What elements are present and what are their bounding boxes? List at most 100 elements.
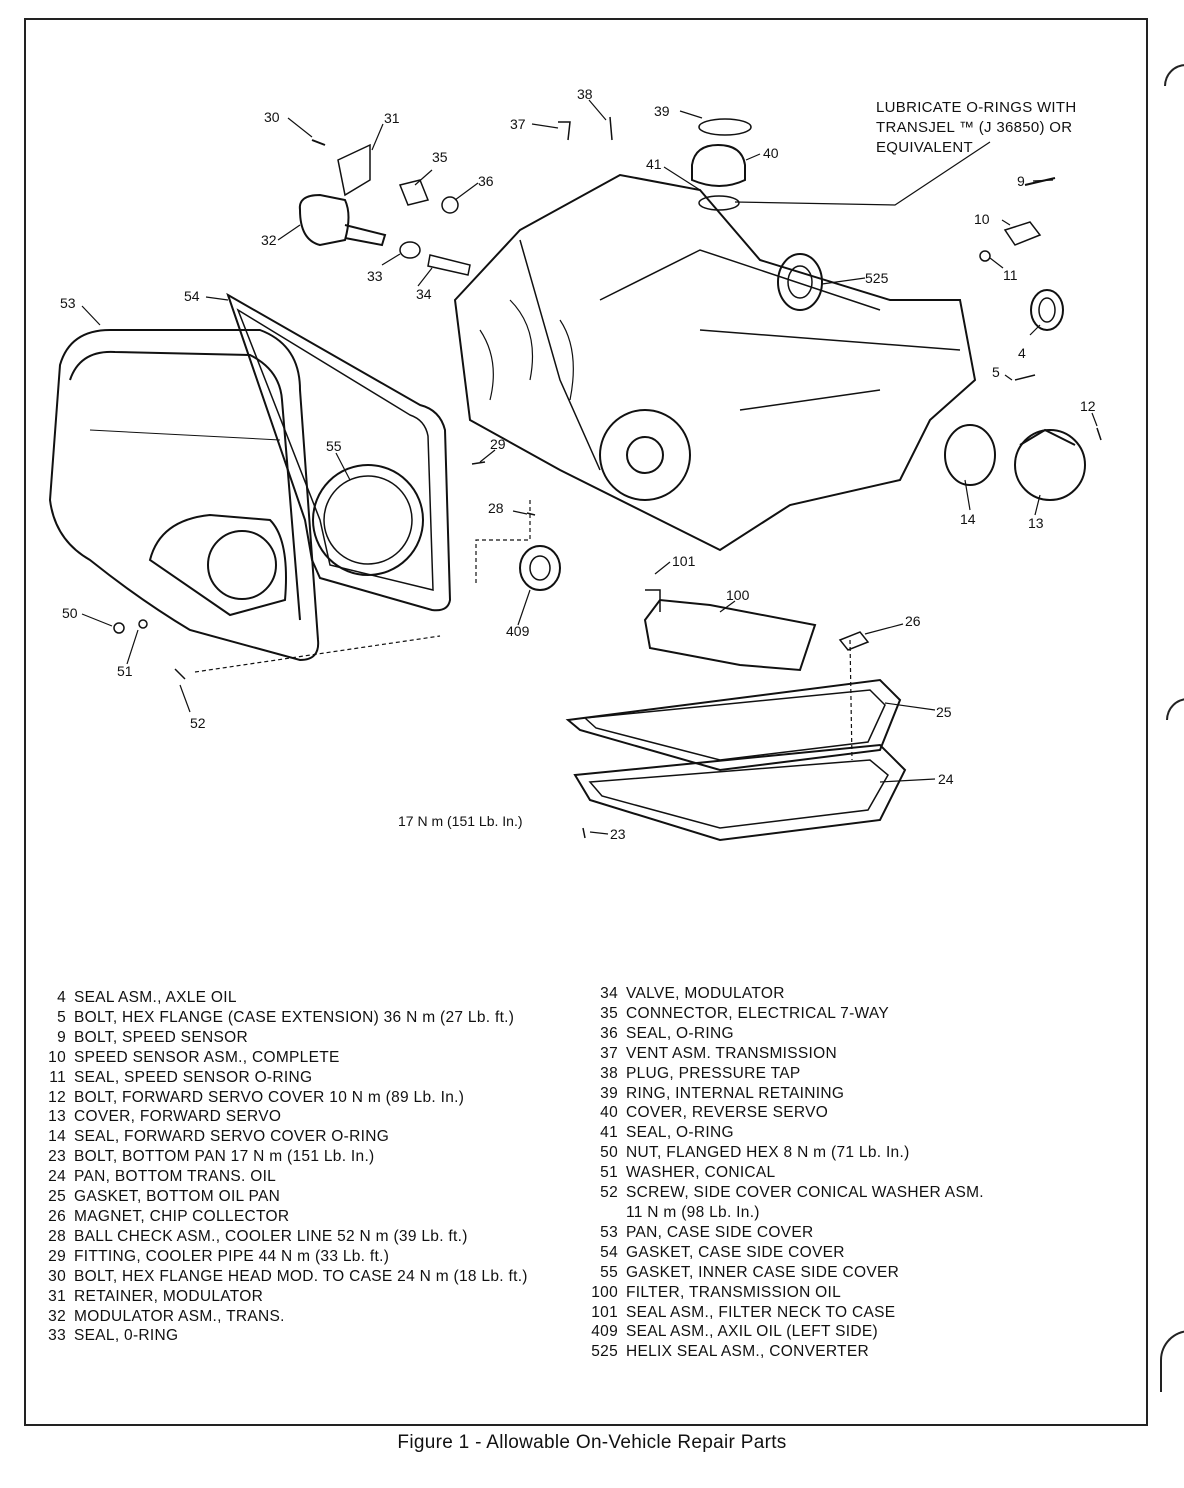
callout-label: 24 [938, 771, 954, 787]
callout-label: 41 [646, 156, 662, 172]
callout-label: 5 [992, 364, 1000, 380]
note-line: EQUIVALENT [876, 139, 973, 156]
legend-row: 25 GASKET, BOTTOM OIL PAN [36, 1187, 528, 1207]
legend-part-number: 38 [600, 1064, 618, 1082]
side-cover-gasket [226, 292, 452, 612]
legend-part-description: SEAL ASM., FILTER NECK TO CASE [626, 1303, 896, 1321]
legend-row: 101 SEAL ASM., FILTER NECK TO CASE [588, 1303, 984, 1323]
legend-part-number: 4 [57, 989, 66, 1006]
legend-part-number: 36 [600, 1024, 618, 1042]
figure-caption: Figure 1 - Allowable On-Vehicle Repair P… [397, 1432, 787, 1453]
legend-part-number: 23 [48, 1148, 66, 1166]
legend-part-description: VENT ASM. TRANSMISSION [626, 1044, 838, 1062]
legend-part-number: 37 [600, 1044, 618, 1062]
legend-part-description: SEAL, 0-RING [74, 1327, 179, 1345]
legend-part-description: BOLT, HEX FLANGE (CASE EXTENSION) 36 N m… [74, 1008, 515, 1026]
callout-label: 37 [510, 116, 526, 132]
callout-label: 100 [726, 587, 750, 603]
legend-row: 29 FITTING, COOLER PIPE 44 N m (33 Lb. ft… [36, 1247, 528, 1267]
bottom-pan [565, 678, 907, 842]
legend-part-number: 29 [48, 1247, 66, 1265]
legend-part-description: NUT, FLANGED HEX 8 N m (71 Lb. In.) [626, 1144, 910, 1162]
legend-part-description: RETAINER, MODULATOR [74, 1287, 264, 1305]
legend-part-number: 101 [591, 1303, 618, 1321]
legend-part-description: SEAL ASM., AXIL OIL (LEFT SIDE) [626, 1323, 878, 1341]
legend-part-number: 24 [48, 1168, 66, 1186]
inner-side-cover-gasket [312, 464, 424, 576]
lubrication-note: LUBRICATE O-RINGS WITH TRANSJEL ™ (J 368… [876, 98, 1077, 158]
legend-part-description: CONNECTOR, ELECTRICAL 7-WAY [626, 1004, 890, 1022]
callout-label: 28 [488, 500, 504, 516]
reverse-servo-cover [691, 118, 752, 211]
callout-label: 40 [763, 145, 779, 161]
callout-label: 4 [1018, 345, 1026, 361]
legend-part-description: SEAL, SPEED SENSOR O-RING [74, 1068, 313, 1086]
callout-label: 14 [960, 511, 976, 527]
legend-part-description: BOLT, SPEED SENSOR [74, 1028, 248, 1046]
legend-part-number: 9 [57, 1028, 66, 1046]
note-line: TRANSJEL ™ (J 36850) OR [876, 119, 1073, 136]
legend-part-description: SEAL ASM., AXLE OIL [74, 989, 237, 1006]
callout-labels: 30 31 35 36 37 38 39 40 41 9 10 11 32 33… [60, 86, 1096, 842]
callout-label: 30 [264, 109, 280, 125]
oil-filter [643, 589, 870, 672]
legend-part-description: FITTING, COOLER PIPE 44 N m (33 Lb. ft.) [74, 1247, 390, 1265]
legend-part-description: BOLT, BOTTOM PAN 17 N m (151 Lb. In.) [74, 1148, 375, 1166]
legend-part-number: 26 [48, 1207, 66, 1225]
legend-part-number: 41 [600, 1124, 618, 1142]
speed-sensor [979, 177, 1056, 262]
callout-label: 38 [577, 86, 593, 102]
legend-part-number: 54 [600, 1243, 618, 1261]
legend-part-number: 55 [600, 1263, 618, 1281]
exploded-parts-diagram: 30 31 35 36 37 38 39 40 41 9 10 11 32 33… [48, 86, 1102, 842]
legend-part-number: 11 [49, 1068, 66, 1086]
legend-part-number: 10 [48, 1048, 66, 1066]
legend-row: 4 SEAL ASM., AXLE OIL [36, 988, 528, 1008]
legend-part-number: 409 [591, 1323, 618, 1341]
legend-part-description: HELIX SEAL ASM., CONVERTER [626, 1343, 869, 1361]
legend-row: 14 SEAL, FORWARD SERVO COVER O-RING [36, 1127, 528, 1147]
legend-part-description: GASKET, BOTTOM OIL PAN [74, 1188, 281, 1206]
legend-part-description: COVER, REVERSE SERVO [626, 1104, 829, 1122]
legend-part-description: BOLT, FORWARD SERVO COVER 10 N m (89 Lb.… [74, 1088, 465, 1106]
legend-part-description: RING, INTERNAL RETAINING [626, 1084, 845, 1102]
electrical-connector [398, 179, 459, 214]
seals [519, 253, 1064, 591]
legend-part-number: 31 [48, 1287, 66, 1305]
legend-part-description: VALVE, MODULATOR [626, 985, 785, 1002]
legend-part-number: 13 [48, 1108, 66, 1126]
callout-label: 26 [905, 613, 921, 629]
legend-part-number: 100 [591, 1283, 618, 1301]
legend-part-description: PAN, CASE SIDE COVER [626, 1223, 814, 1241]
legend-row: 31 RETAINER, MODULATOR [36, 1287, 528, 1307]
legend-part-description: MAGNET, CHIP COLLECTOR [74, 1207, 290, 1225]
callout-label: 29 [490, 436, 506, 452]
note-line: LUBRICATE O-RINGS WITH [876, 99, 1077, 116]
legend-part-number: 52 [600, 1184, 618, 1202]
legend-part-description: SEAL, O-RING [626, 1024, 734, 1042]
callout-label: 25 [936, 704, 952, 720]
legend-part-number: 25 [48, 1188, 66, 1206]
callout-label: 50 [62, 605, 78, 621]
legend-row: 9 BOLT, SPEED SENSOR [36, 1028, 528, 1048]
legend-part-description: SEAL, FORWARD SERVO COVER O-RING [74, 1128, 390, 1146]
callout-label: 409 [506, 623, 530, 639]
callout-label: 36 [478, 173, 494, 189]
legend-part-number: 50 [600, 1144, 618, 1162]
hardware-bolts [113, 116, 1102, 839]
legend-part-number: 14 [48, 1128, 66, 1146]
legend-part-number: 5 [57, 1008, 66, 1026]
parts-legend-left: 4 SEAL ASM., AXLE OIL 5 BOLT, HEX FLANGE (C… [36, 988, 528, 1346]
legend-part-description: BALL CHECK ASM., COOLER LINE 52 N m (39 … [74, 1227, 468, 1245]
legend-part-number: 30 [48, 1267, 66, 1285]
